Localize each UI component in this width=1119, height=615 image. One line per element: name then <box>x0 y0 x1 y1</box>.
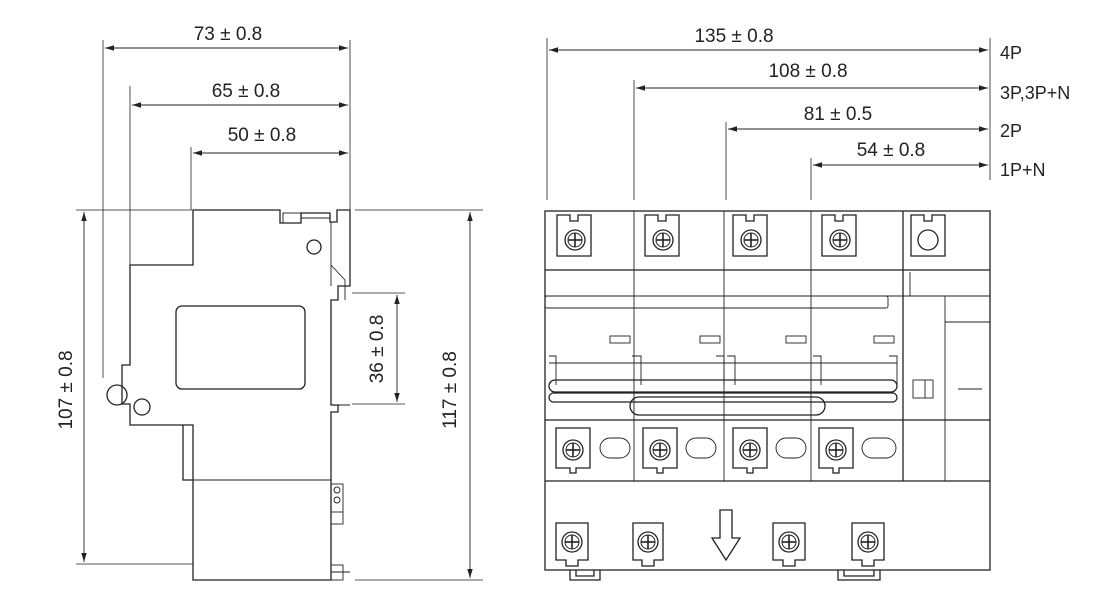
side-hole-top <box>306 239 322 255</box>
down-arrow-icon <box>710 509 742 562</box>
side-view: 73 ± 0.8 65 ± 0.8 50 ± 0.8 107 ± 0.8 36 … <box>56 24 483 581</box>
bottom-terminal-2 <box>632 522 664 567</box>
breaker-front-outline <box>544 210 991 571</box>
dim-label-81: 81 ± 0.5 <box>804 104 873 125</box>
pole-label-4p: 4P <box>1000 43 1022 63</box>
side-window <box>175 305 306 390</box>
bottom-terminal-3 <box>772 522 806 567</box>
top-terminal-3 <box>732 214 768 257</box>
dim-label-117: 117 ± 0.8 <box>440 351 461 429</box>
dim-label-107: 107 ± 0.8 <box>56 350 77 429</box>
mid-terminal-1 <box>555 427 631 474</box>
mid-terminal-4 <box>818 427 897 474</box>
mid-terminal-2 <box>642 427 717 474</box>
dim-label-50: 50 ± 0.8 <box>228 125 297 146</box>
handle-bar-upper <box>548 379 898 393</box>
bottom-terminal-4 <box>851 522 885 567</box>
top-terminal-2 <box>644 214 680 257</box>
side-hole-bottom <box>133 398 151 416</box>
pole-label-2p: 2P <box>1000 121 1022 141</box>
breaker-side-outline <box>121 209 351 581</box>
dim-label-108: 108 ± 0.8 <box>768 61 847 82</box>
dim-label-135: 135 ± 0.8 <box>694 26 773 47</box>
side-knob <box>106 384 128 406</box>
pole-label-1pn: 1P+N <box>1000 160 1046 180</box>
tie-bar <box>629 396 826 416</box>
mid-terminal-3 <box>732 427 807 474</box>
dim-label-54: 54 ± 0.8 <box>857 140 926 161</box>
dim-label-36: 36 ± 0.8 <box>367 315 388 384</box>
dim-label-73: 73 ± 0.8 <box>194 24 263 45</box>
din-clip-right <box>837 570 881 581</box>
dim-label-65: 65 ± 0.8 <box>212 81 281 102</box>
handle-bar-lower <box>548 392 898 403</box>
din-clip-left <box>569 570 601 581</box>
pole-label-3p: 3P,3P+N <box>1000 83 1070 103</box>
bottom-terminal-1 <box>555 522 589 567</box>
top-terminal-n <box>910 214 946 257</box>
top-terminal-1 <box>556 214 592 257</box>
top-terminal-4 <box>821 214 857 257</box>
front-view: 135 ± 0.8 108 ± 0.8 81 ± 0.5 54 ± 0.8 4P… <box>544 26 1070 581</box>
